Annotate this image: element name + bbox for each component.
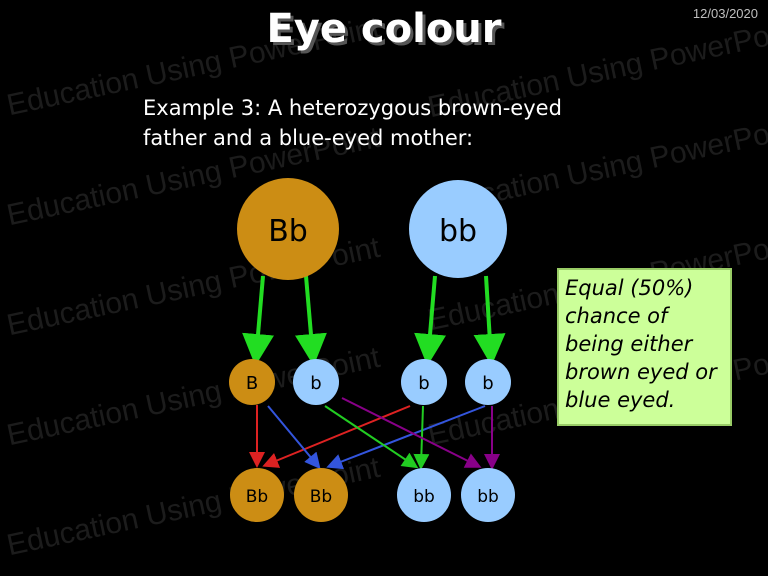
note-line-3: being either: [565, 332, 693, 356]
example-line-2: father and a blue-eyed mother:: [143, 126, 474, 150]
note-line-5: blue eyed.: [565, 388, 676, 412]
offspring-2-genotype: Bb: [310, 487, 332, 507]
gamete-3-allele: b: [418, 373, 429, 394]
example-line-1: Example 3: A heterozygous brown-eyed: [143, 96, 562, 120]
note-line-2: chance of: [565, 304, 668, 328]
arrow-parent2-to-gamete-b1: [414, 275, 446, 366]
example-description: Example 3: A heterozygous brown-eyed fat…: [143, 93, 663, 153]
gamete-2-circle: [293, 359, 339, 405]
parent-father-circle: [237, 178, 339, 280]
cross-arrow-b-to-offspring3: [324, 405, 419, 469]
offspring-4-genotype: bb: [477, 487, 499, 507]
note-line-1: Equal (50%): [565, 276, 694, 300]
cross-arrow-b-to-offspring4: [341, 397, 482, 468]
slide-date: 12/03/2020: [692, 6, 758, 21]
offspring-2-circle: [294, 468, 348, 522]
cross-arrow-b3-to-offspring1: [262, 405, 411, 468]
offspring-4-circle: [461, 468, 515, 522]
arrow-parent1-to-gamete-b: [295, 275, 327, 366]
gamete-4-allele: b: [482, 373, 493, 394]
offspring-3-circle: [397, 468, 451, 522]
parent-father-genotype: Bb: [268, 214, 308, 249]
slide-title: Eye colour: [266, 6, 502, 52]
offspring-3-genotype: bb: [413, 487, 435, 507]
parent-mother-genotype: bb: [439, 214, 477, 249]
gamete-4-circle: [465, 359, 511, 405]
offspring-1-circle: [230, 468, 284, 522]
note-line-4: brown eyed or: [565, 360, 717, 384]
cross-arrow-b3-to-offspring3: [413, 405, 430, 470]
gamete-2-allele: b: [310, 373, 321, 394]
gamete-1-allele: B: [246, 373, 258, 394]
cross-arrow-b2-to-offspring2: [267, 405, 321, 470]
cross-arrow-b4-to-offspring2: [326, 405, 486, 470]
parent-mother-circle: [409, 180, 507, 278]
arrow-parent2-to-gamete-b2: [473, 275, 506, 366]
probability-note: Equal (50%) chance of being either brown…: [557, 268, 732, 426]
gamete-1-circle: [229, 359, 275, 405]
offspring-1-genotype: Bb: [246, 487, 268, 507]
arrow-parent1-to-gamete-B: [242, 275, 274, 366]
gamete-3-circle: [401, 359, 447, 405]
